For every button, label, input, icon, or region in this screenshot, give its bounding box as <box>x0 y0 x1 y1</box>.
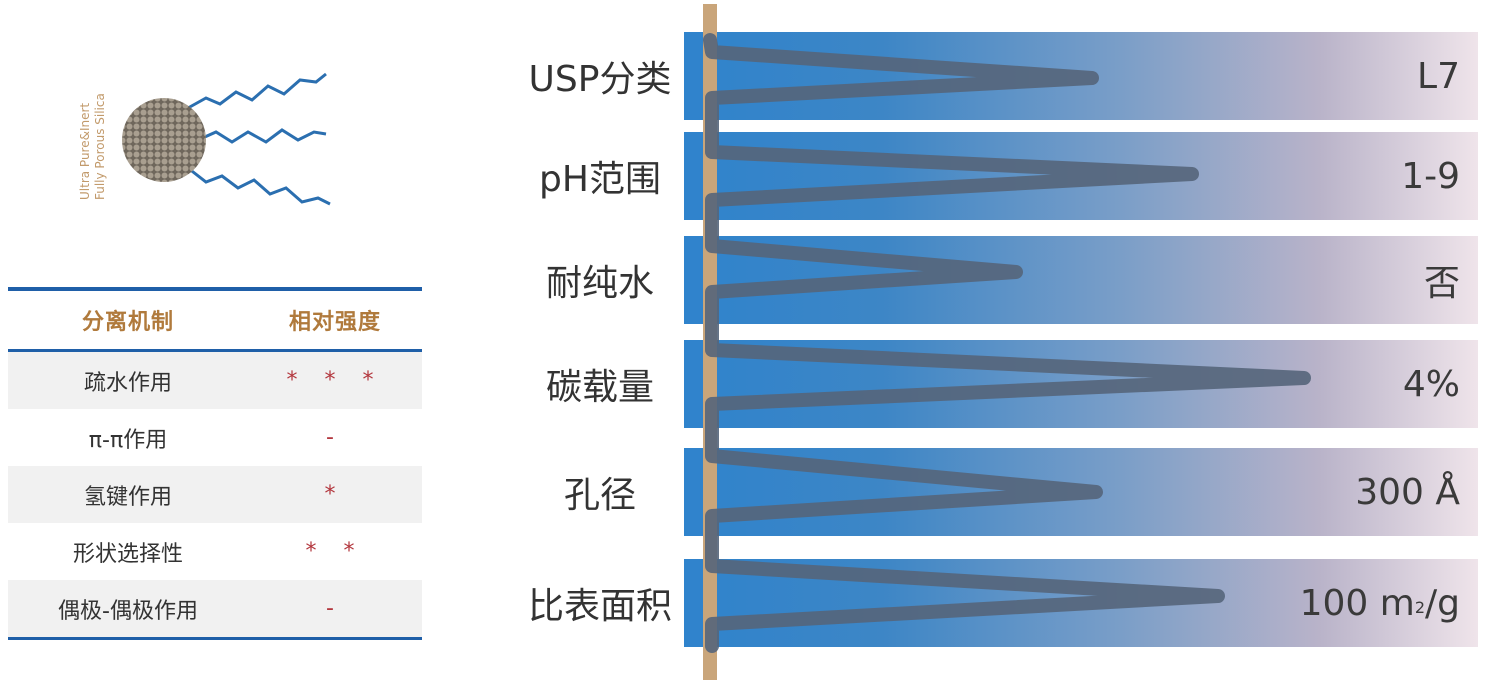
vertical-stem <box>703 4 717 680</box>
separation-mechanism-table: 分离机制 相对强度 疏水作用 * * * π-π作用 - 氢键作用 * 形状选择… <box>8 287 422 640</box>
strength-cell: * * * <box>286 368 384 393</box>
table-row: 偶极-偶极作用 - <box>8 580 422 637</box>
spec-label-usp: USP分类 <box>528 59 672 100</box>
particle-caption: Ultra Pure&Inert Fully Porous Silica <box>78 93 108 200</box>
table-header-row: 分离机制 相对强度 <box>8 291 422 349</box>
spec-label-ph: pH范围 <box>539 159 661 200</box>
table-header-rule <box>8 349 422 352</box>
header-mechanism: 分离机制 <box>81 310 174 335</box>
spec-label-pore: 孔径 <box>563 475 636 516</box>
spec-value-usp: L7 <box>1417 55 1460 97</box>
spec-value-pore: 300 Å <box>1355 471 1460 513</box>
table-row: 氢键作用 * <box>8 466 422 523</box>
mechanism-cell: 偶极-偶极作用 <box>58 598 198 624</box>
table-top-rule <box>8 287 422 291</box>
spec-band-usp: L7 <box>684 32 1478 120</box>
spec-band-ph: 1-9 <box>684 132 1478 220</box>
bonded-chain-top <box>187 72 327 110</box>
strength-cell: - <box>326 425 344 450</box>
silica-sphere <box>122 98 206 182</box>
strength-cell: * <box>324 482 346 507</box>
mechanism-cell: π-π作用 <box>88 427 168 453</box>
mechanism-cell: 形状选择性 <box>72 541 183 567</box>
table-row: 形状选择性 * * <box>8 523 422 580</box>
spec-value-carbon: 4% <box>1402 363 1460 405</box>
spec-band-carbon: 4% <box>684 340 1478 428</box>
table-bottom-rule <box>8 637 422 640</box>
spec-value-ph: 1-9 <box>1401 155 1460 197</box>
spec-band-pore: 300 Å <box>684 448 1478 536</box>
table-row: 疏水作用 * * * <box>8 352 422 409</box>
bonded-chain-bottom <box>187 166 331 206</box>
caption-line-1: Ultra Pure&Inert <box>78 102 92 200</box>
header-strength: 相对强度 <box>288 310 381 335</box>
spec-label-surface: 比表面积 <box>527 586 672 627</box>
bonded-chain-middle <box>197 128 327 144</box>
mechanism-cell: 氢键作用 <box>83 484 172 510</box>
caption-line-2: Fully Porous Silica <box>93 93 107 200</box>
surface-value-exponent: 2 <box>1414 597 1426 617</box>
mechanism-cell: 疏水作用 <box>83 370 172 396</box>
spec-band-water: 否 <box>684 236 1478 324</box>
surface-value-unit: /g <box>1425 582 1460 624</box>
strength-cell: * * <box>305 539 365 564</box>
surface-value-main: 100 m <box>1299 582 1415 624</box>
silica-particle-illustration <box>122 72 331 206</box>
spec-label-carbon: 碳载量 <box>545 367 654 408</box>
spec-value-water: 否 <box>1423 263 1460 304</box>
spec-label-water: 耐纯水 <box>545 263 654 304</box>
strength-cell: - <box>326 596 344 621</box>
table-row: π-π作用 - <box>8 409 422 466</box>
